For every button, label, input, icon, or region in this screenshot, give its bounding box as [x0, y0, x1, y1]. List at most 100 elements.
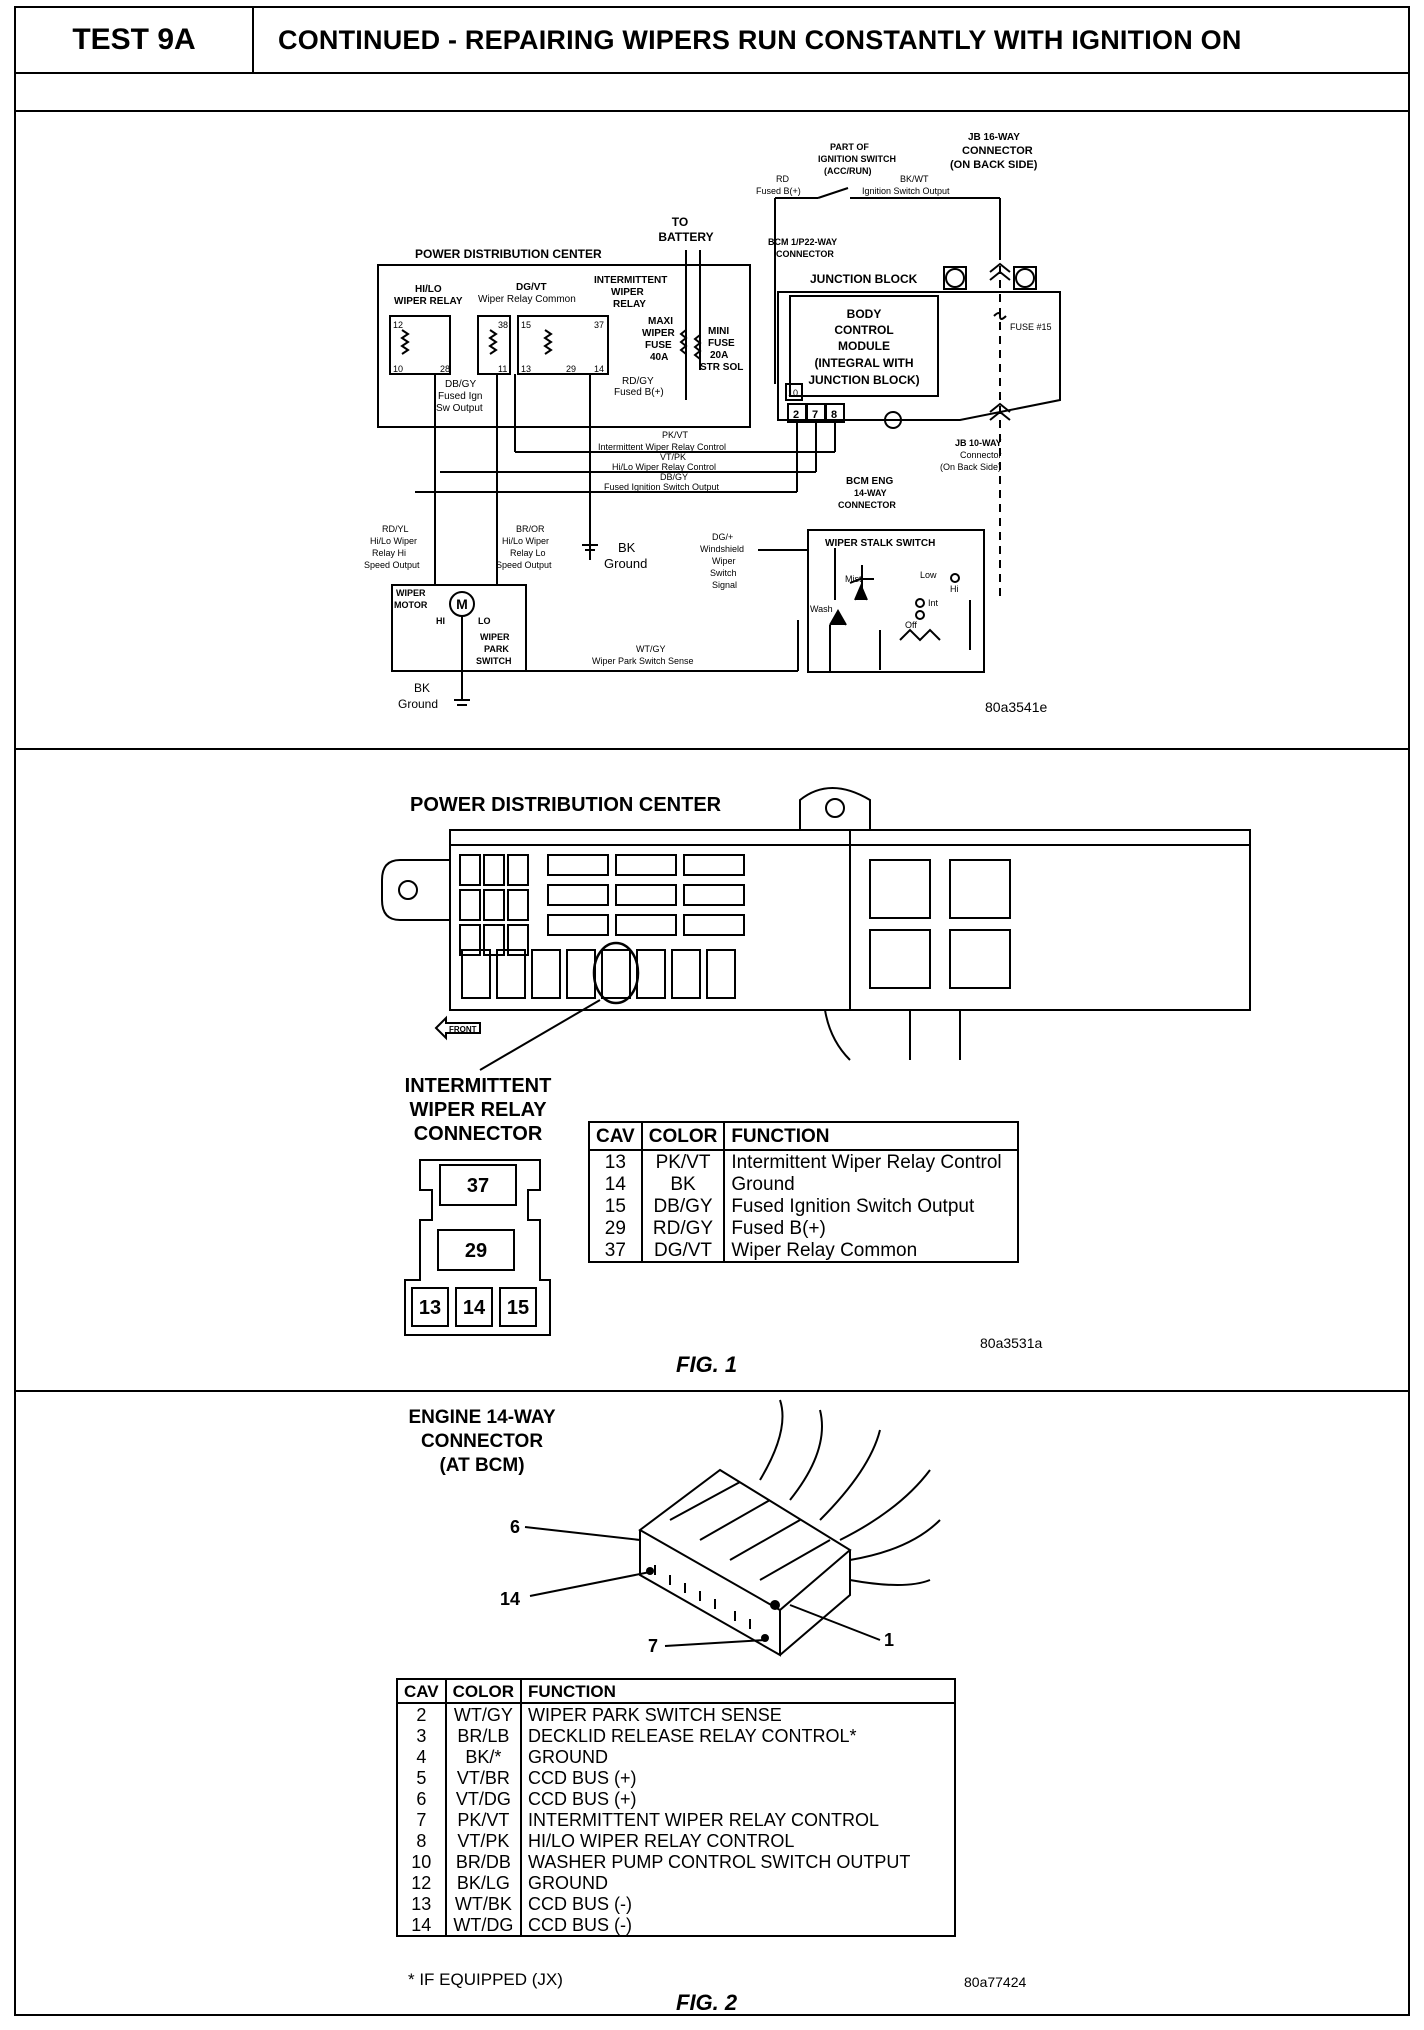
svg-text:HI: HI [436, 616, 445, 626]
svg-text:38: 38 [498, 320, 508, 330]
svg-text:JUNCTION BLOCK): JUNCTION BLOCK) [808, 373, 919, 387]
svg-text:2: 2 [793, 409, 799, 421]
fuse-grid [459, 854, 745, 956]
col-cav: CAV [588, 1121, 643, 1151]
svg-text:14: 14 [594, 364, 604, 374]
svg-text:20A: 20A [710, 350, 728, 361]
svg-text:LO: LO [478, 616, 491, 626]
svg-text:CONTROL: CONTROL [834, 323, 893, 337]
svg-text:RELAY: RELAY [613, 299, 646, 310]
svg-text:Fused Ignition Switch Output: Fused Ignition Switch Output [604, 482, 720, 492]
svg-text:CONNECTOR: CONNECTOR [421, 1431, 543, 1452]
svg-text:BR/OR: BR/OR [516, 524, 545, 534]
intermittent-relay-highlight [592, 941, 640, 1005]
cav-15: 15 [507, 1297, 529, 1319]
test-id: TEST 9A [16, 8, 254, 72]
svg-text:PARK: PARK [484, 644, 509, 654]
fig1-caption: FIG. 1 [676, 1352, 738, 1377]
svg-text:WIPER: WIPER [480, 632, 510, 642]
svg-text:RD/GY: RD/GY [622, 376, 654, 387]
pdc-title: POWER DISTRIBUTION CENTER [410, 794, 722, 816]
svg-text:Speed Output: Speed Output [364, 560, 420, 570]
svg-text:12: 12 [393, 320, 403, 330]
page-header: TEST 9A CONTINUED - REPAIRING WIPERS RUN… [16, 8, 1408, 74]
diagram-lines [377, 187, 1061, 706]
svg-text:WIPER: WIPER [611, 287, 645, 298]
fig2-caption: FIG. 2 [676, 1990, 738, 2015]
pdc-illustration: POWER DISTRIBUTION CENTER [381, 787, 1251, 1336]
relay-sockets [461, 949, 736, 999]
svg-text:29: 29 [566, 364, 576, 374]
svg-text:Fused B(+): Fused B(+) [756, 186, 801, 196]
svg-text:CONNECTOR: CONNECTOR [838, 500, 896, 510]
svg-text:SWITCH: SWITCH [476, 656, 512, 666]
wiring-diagram: POWER DISTRIBUTION CENTER TO BATTERY HI/… [364, 132, 1061, 715]
svg-text:VT/PK: VT/PK [660, 452, 686, 462]
cav-29: 29 [465, 1240, 487, 1262]
svg-text:Fused Ign: Fused Ign [438, 391, 482, 402]
svg-text:28: 28 [440, 364, 450, 374]
svg-text:RD: RD [776, 174, 789, 184]
pin-14-label: 14 [500, 1589, 520, 1609]
svg-text:INTERMITTENT: INTERMITTENT [405, 1075, 552, 1097]
svg-text:BK: BK [414, 681, 430, 695]
wiper-motor-box [391, 584, 527, 672]
svg-text:Sw Output: Sw Output [436, 403, 483, 414]
col-function: FUNCTION [520, 1678, 957, 1704]
svg-text:WIPER RELAY: WIPER RELAY [394, 296, 463, 307]
svg-text:(INTEGRAL WITH: (INTEGRAL WITH [814, 356, 913, 370]
col-color: COLOR [640, 1121, 726, 1151]
svg-text:TO: TO [672, 215, 688, 229]
svg-text:Ground: Ground [398, 697, 438, 711]
svg-text:Windshield: Windshield [700, 544, 744, 554]
intermittent-relay-connector [404, 1159, 551, 1336]
svg-text:JUNCTION BLOCK: JUNCTION BLOCK [810, 272, 918, 286]
svg-text:DB/GY: DB/GY [660, 472, 688, 482]
svg-text:JB 16-WAY: JB 16-WAY [968, 132, 1020, 143]
svg-text:Hi: Hi [950, 584, 959, 594]
diagram-code: 80a3541e [985, 699, 1048, 715]
svg-text:Hi/Lo Wiper: Hi/Lo Wiper [370, 536, 417, 546]
svg-text:Off: Off [905, 620, 917, 630]
svg-text:CONNECTOR: CONNECTOR [414, 1123, 543, 1145]
svg-text:WIPER STALK SWITCH: WIPER STALK SWITCH [825, 538, 935, 549]
svg-text:MODULE: MODULE [838, 339, 890, 353]
svg-text:13: 13 [521, 364, 531, 374]
svg-text:14-WAY: 14-WAY [854, 488, 887, 498]
svg-text:WIPER RELAY: WIPER RELAY [409, 1099, 547, 1121]
svg-text:BCM 1/P22-WAY: BCM 1/P22-WAY [768, 237, 837, 247]
svg-text:40A: 40A [650, 352, 668, 363]
svg-text:Mist: Mist [845, 574, 862, 584]
svg-text:STR SOL: STR SOL [700, 362, 743, 373]
svg-text:MINI: MINI [708, 326, 729, 337]
svg-text:FUSE: FUSE [708, 338, 735, 349]
svg-text:BODY: BODY [847, 307, 882, 321]
svg-text:Hi/Lo Wiper: Hi/Lo Wiper [502, 536, 549, 546]
pin-1-label: 1 [884, 1630, 894, 1650]
col-cav: CAV [396, 1678, 447, 1704]
svg-text:10: 10 [393, 364, 403, 374]
svg-text:Relay Lo: Relay Lo [510, 548, 546, 558]
svg-text:Wiper Park Switch Sense: Wiper Park Switch Sense [592, 656, 694, 666]
fig2-code: 80a77424 [964, 1974, 1027, 1990]
svg-text:Signal: Signal [712, 580, 737, 590]
svg-text:37: 37 [594, 320, 604, 330]
svg-text:WIPER: WIPER [396, 588, 426, 598]
svg-text:(ACC/RUN): (ACC/RUN) [824, 166, 872, 176]
section-divider-1 [16, 748, 1408, 750]
svg-text:Ground: Ground [604, 556, 647, 571]
svg-text:MOTOR: MOTOR [394, 600, 428, 610]
svg-text:Hi/Lo Wiper Relay Control: Hi/Lo Wiper Relay Control [612, 462, 716, 472]
svg-text:BK: BK [618, 540, 636, 555]
page-title: CONTINUED - REPAIRING WIPERS RUN CONSTAN… [278, 24, 1242, 55]
